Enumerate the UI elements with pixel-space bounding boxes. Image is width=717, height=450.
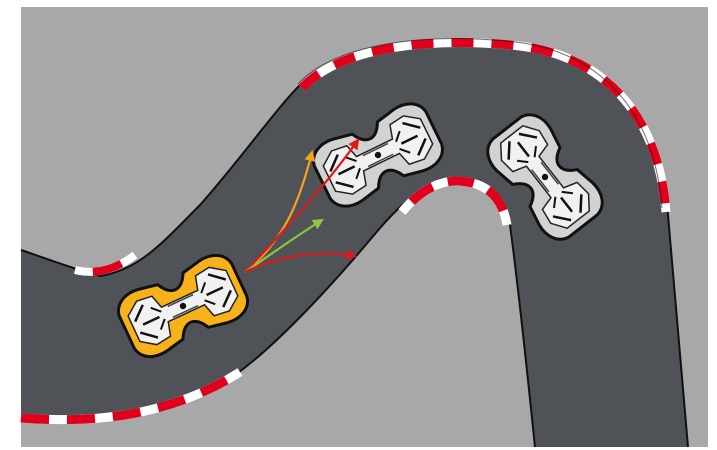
curb-top-red [298,38,671,213]
green-trajectory-arrow [244,218,324,273]
orange-trajectory-arrow [244,149,316,273]
red-trajectory-arrow-upper [244,138,360,273]
trajectory-arrows [244,138,360,273]
red-trajectory-arrow-lower [244,249,358,273]
